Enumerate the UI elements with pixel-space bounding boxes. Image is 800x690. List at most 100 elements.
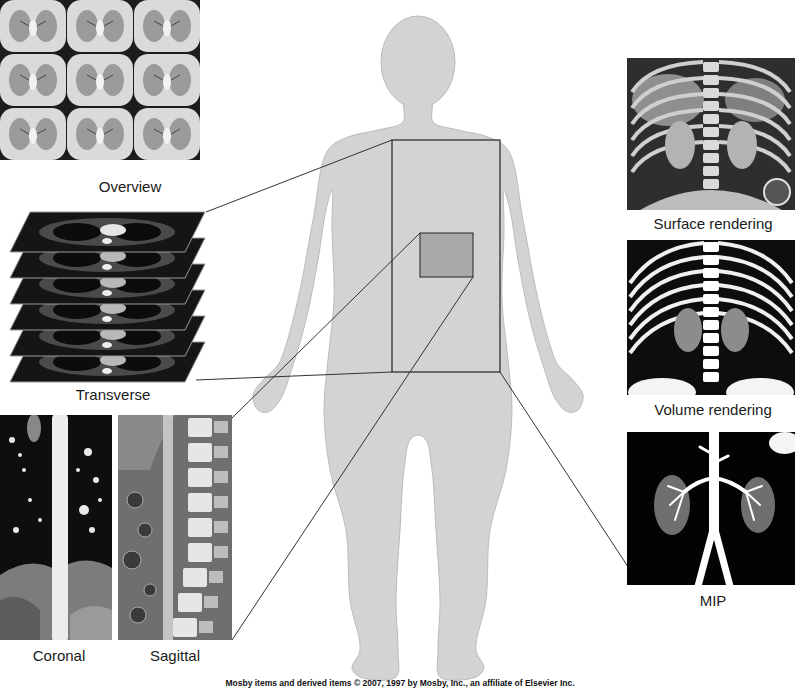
illustration-part <box>188 418 212 437</box>
illustration-part <box>703 333 719 343</box>
illustration-part <box>703 294 719 304</box>
image-panel <box>627 432 795 585</box>
illustration-part <box>102 342 112 348</box>
illustration-part <box>134 0 200 52</box>
image-panel <box>0 415 112 640</box>
illustration-part <box>627 58 795 210</box>
illustration-part <box>98 498 102 502</box>
illustration-part <box>79 505 89 515</box>
illustration-part <box>727 121 757 169</box>
illustration-part <box>630 257 704 297</box>
illustration-part <box>87 129 113 134</box>
illustration-part <box>703 268 719 278</box>
illustration-part <box>102 10 124 42</box>
illustration-part <box>70 606 112 640</box>
illustration-part <box>204 596 218 608</box>
illustration-part <box>627 240 795 395</box>
illustration-part <box>703 320 719 330</box>
illustration-part <box>87 75 113 80</box>
image-area <box>0 0 200 178</box>
illustration-part <box>188 468 212 487</box>
illustration-part <box>718 243 792 283</box>
illustration-part <box>127 492 143 508</box>
head-silhouette <box>381 16 455 108</box>
panel-label: Coronal <box>3 647 115 664</box>
illustration-part <box>214 471 228 483</box>
illustration-part <box>76 10 98 42</box>
image-area <box>0 415 112 647</box>
illustration-part <box>53 223 101 241</box>
image-panel: MIP <box>627 432 795 609</box>
illustration-part <box>169 118 191 150</box>
illustration-part <box>84 448 92 456</box>
illustration-part <box>703 140 719 150</box>
illustration-part <box>214 421 228 433</box>
illustration-part <box>199 621 213 633</box>
panel-label: Surface rendering <box>629 215 797 232</box>
panel-label: MIP <box>629 592 797 609</box>
illustration-part <box>714 478 746 492</box>
illustration-part <box>163 128 171 144</box>
illustration-part <box>668 486 684 492</box>
illustration-part <box>746 486 762 492</box>
image-panel: Transverse <box>8 205 208 403</box>
illustration-part <box>130 607 146 623</box>
illustration-part <box>39 218 175 246</box>
illustration-part <box>703 166 719 176</box>
illustration-part <box>76 468 80 472</box>
illustration-part <box>20 129 46 134</box>
illustration-part <box>67 108 133 160</box>
illustration-part <box>89 527 95 533</box>
illustration-part <box>721 308 749 352</box>
illustration-part <box>76 118 98 150</box>
illustration-part <box>67 54 133 106</box>
leader-line <box>232 233 420 418</box>
illustration-part <box>188 493 212 512</box>
illustration-part <box>684 478 714 492</box>
illustration-part <box>123 551 141 569</box>
illustration-part <box>67 0 133 52</box>
image-panel <box>627 58 795 210</box>
illustration-part <box>0 0 200 160</box>
illustration-part <box>0 108 66 160</box>
leader-line <box>196 372 392 380</box>
illustration-part <box>27 415 41 442</box>
illustration-part <box>154 75 180 80</box>
illustration-part <box>0 597 40 640</box>
image-area <box>118 415 232 647</box>
panel-label: Volume rendering <box>629 401 797 418</box>
image-panel: Overview <box>0 0 200 195</box>
illustration-part <box>741 477 775 533</box>
illustration-part <box>134 54 200 106</box>
illustration-part <box>214 496 228 508</box>
illustration-part <box>628 378 696 395</box>
illustration-part <box>96 74 104 90</box>
image-panel: Coronal <box>0 415 112 664</box>
illustration-part <box>143 10 165 42</box>
image-panel: Volume rendering <box>627 240 795 418</box>
illustration-part <box>703 75 719 85</box>
image-panel <box>627 240 795 395</box>
illustration-part <box>102 238 112 244</box>
illustration-part <box>703 372 719 382</box>
panel-label: Sagittal <box>118 647 232 664</box>
illustration-part <box>13 527 19 533</box>
illustration-part <box>163 415 173 640</box>
illustration-part <box>209 571 223 583</box>
illustration-part <box>163 20 171 36</box>
illustration-part <box>169 64 191 96</box>
illustration-part <box>700 447 714 455</box>
illustration-part <box>630 243 704 283</box>
copyright-note: Mosby items and derived items © 2007, 19… <box>225 678 574 688</box>
illustration-part <box>9 10 31 42</box>
illustration-part <box>102 316 112 322</box>
illustration-part <box>703 88 719 98</box>
illustration-part <box>214 521 228 533</box>
body-silhouette <box>253 97 583 680</box>
illustration-part <box>20 21 46 26</box>
illustration-part <box>35 10 57 42</box>
illustration-part <box>214 446 228 458</box>
illustration-part <box>143 64 165 96</box>
image-area <box>627 58 795 215</box>
illustration-part <box>93 477 99 483</box>
